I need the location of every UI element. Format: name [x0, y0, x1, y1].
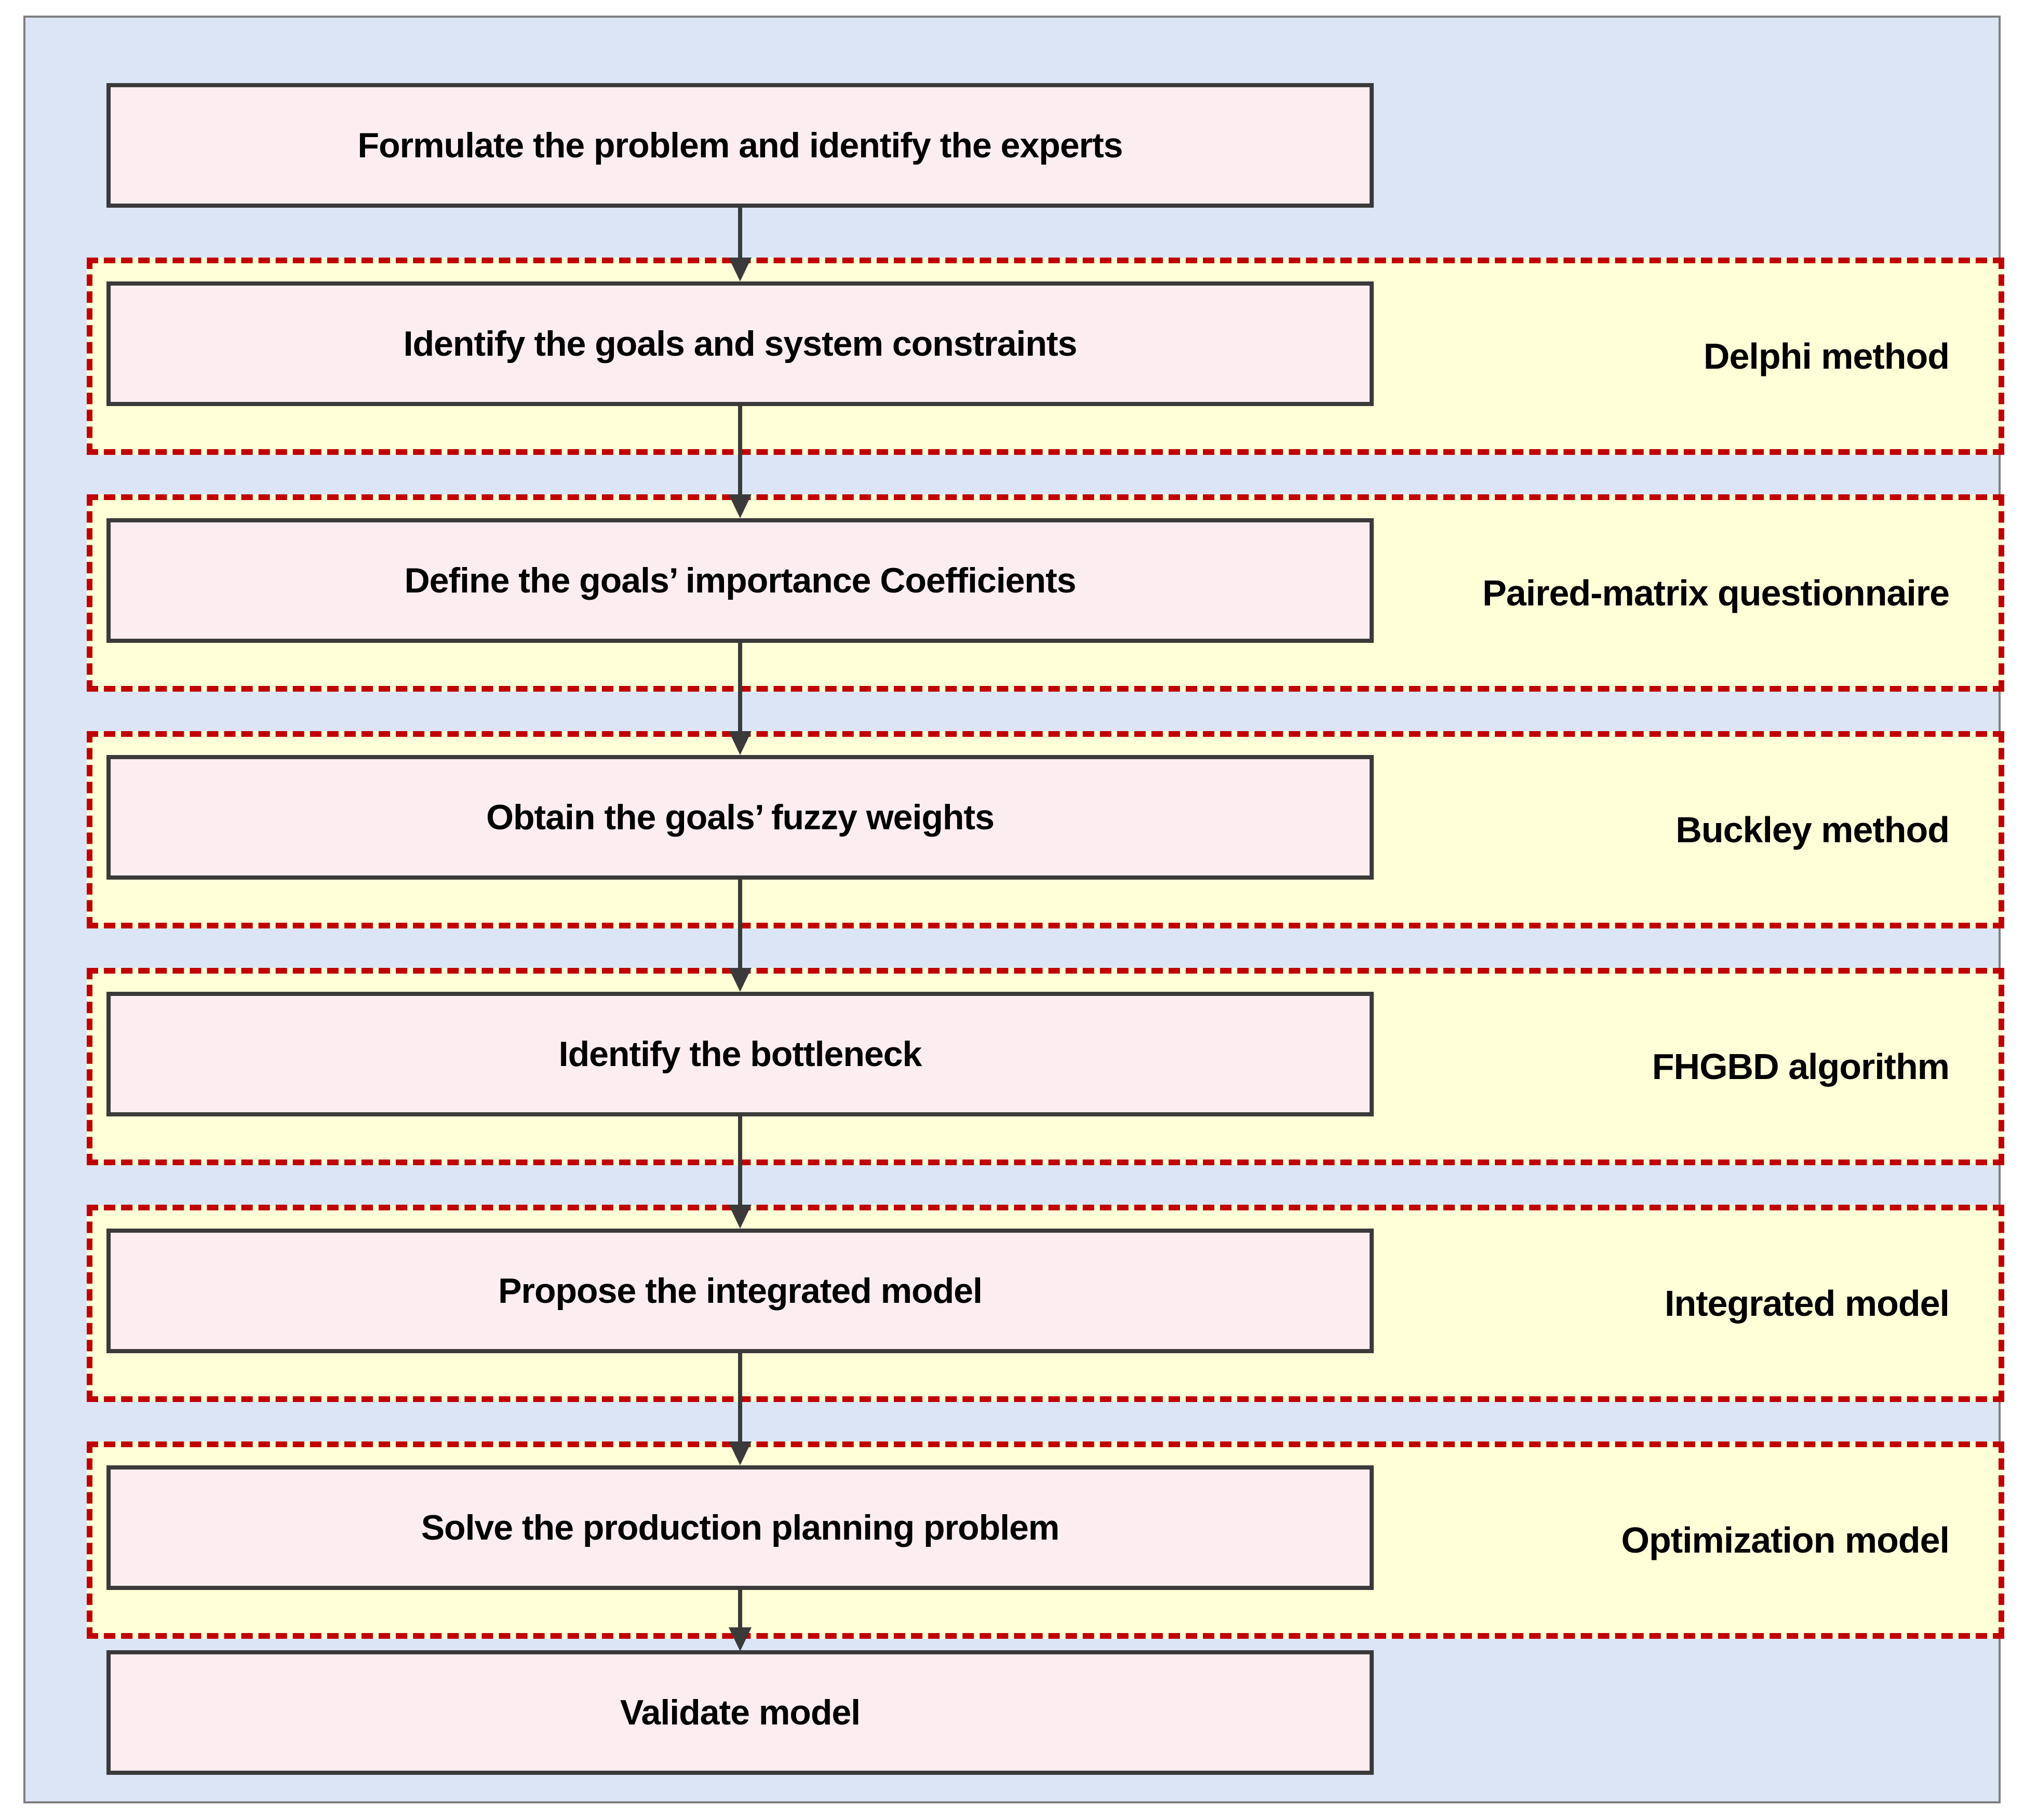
method-label-buckley: Buckley method [1676, 810, 1950, 850]
step-box-validate-model: Validate model [106, 1650, 1374, 1775]
flow-arrow-1-head [729, 258, 752, 281]
flow-arrow-6-head [729, 1441, 752, 1465]
step-box-solve-production-planning: Solve the production planning problem [106, 1465, 1374, 1590]
flow-arrow-4-head [729, 968, 752, 992]
method-label-optimization-model: Optimization model [1621, 1520, 1950, 1560]
step-box-obtain-fuzzy-weights: Obtain the goals’ fuzzy weights [106, 755, 1374, 880]
step-box-formulate-problem: Formulate the problem and identify the e… [106, 83, 1374, 208]
flow-arrow-3-stem [738, 643, 742, 731]
step-box-propose-integrated-model: Propose the integrated model [106, 1229, 1374, 1353]
step-box-define-importance-coefficients: Define the goals’ importance Coefficient… [106, 518, 1374, 643]
flow-arrow-4-stem [738, 880, 742, 968]
flow-arrow-1-stem [738, 208, 742, 258]
flow-arrow-2-stem [738, 406, 742, 494]
flow-arrow-5-stem [738, 1116, 742, 1205]
flow-arrow-6-stem [738, 1353, 742, 1441]
method-label-paired-matrix: Paired-matrix questionnaire [1482, 573, 1950, 613]
step-box-identify-goals: Identify the goals and system constraint… [106, 281, 1374, 406]
flow-arrow-3-head [729, 731, 752, 755]
method-label-fhgbd: FHGBD algorithm [1652, 1046, 1950, 1087]
method-label-delphi: Delphi method [1703, 336, 1950, 376]
step-box-identify-bottleneck: Identify the bottleneck [106, 992, 1374, 1116]
flow-arrow-7-head [729, 1627, 752, 1651]
flow-arrow-7-stem [738, 1590, 742, 1627]
flow-arrow-5-head [729, 1205, 752, 1229]
flow-arrow-2-head [729, 494, 752, 518]
method-label-integrated-model: Integrated model [1665, 1283, 1950, 1324]
